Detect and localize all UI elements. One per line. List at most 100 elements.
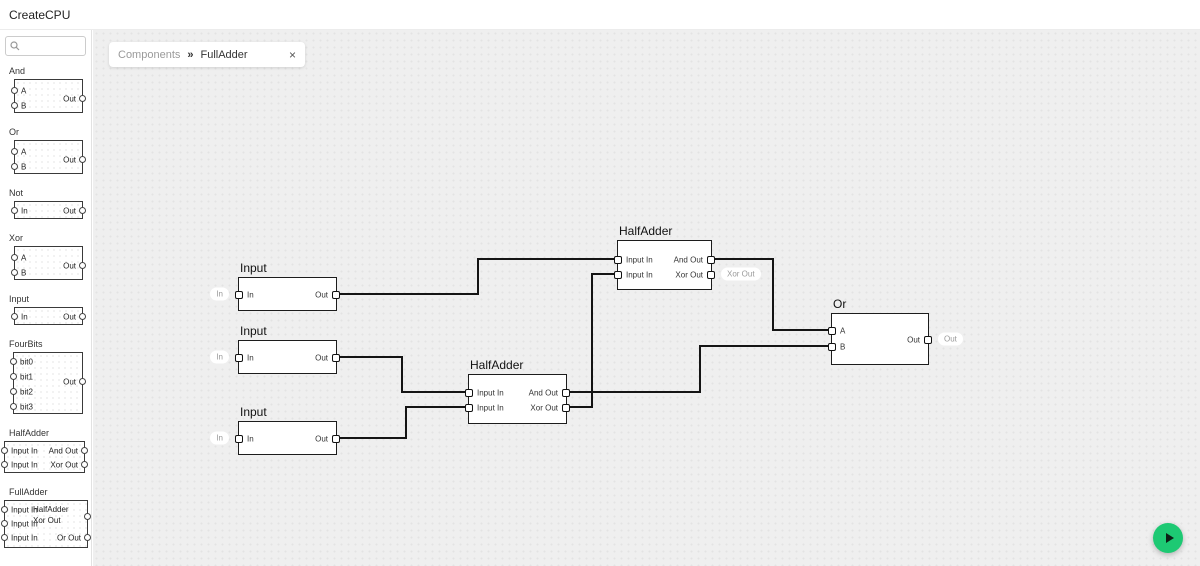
wire-halfaddermid-andout-to-or-b[interactable] (567, 345, 831, 393)
port-label: A (21, 253, 27, 263)
port-and-out-icon[interactable] (707, 256, 715, 264)
breadcrumb-components[interactable]: Components (118, 48, 181, 61)
port-input-in-icon[interactable] (614, 256, 622, 264)
node-title: Input (240, 405, 267, 419)
port-out-icon[interactable] (332, 291, 340, 299)
port-input-in-icon[interactable] (1, 447, 8, 454)
port-out-icon[interactable] (332, 354, 340, 362)
port-label: B (840, 342, 846, 352)
port-input-in-icon[interactable] (1, 520, 8, 527)
tab-fulladder[interactable]: Components » FullAdder × (109, 42, 305, 67)
port-input-in-icon[interactable] (1, 461, 8, 468)
port-b-icon[interactable] (11, 163, 18, 170)
port-bit1-icon[interactable] (10, 373, 17, 380)
port-label: And Out (673, 255, 703, 265)
port-in-icon[interactable] (11, 207, 18, 214)
palette-item-title: Or (9, 127, 19, 137)
port-label: Input In (477, 403, 504, 413)
port-label: And Out (528, 388, 558, 398)
tab-close-icon[interactable]: × (288, 47, 296, 62)
port-or-out-icon[interactable] (84, 534, 91, 541)
external-signal-label: In (210, 350, 229, 364)
port-bit3-icon[interactable] (10, 403, 17, 410)
port-bit2-icon[interactable] (10, 388, 17, 395)
port-a-icon[interactable] (11, 87, 18, 94)
node-title: HalfAdder (619, 224, 673, 238)
port-a-icon[interactable] (828, 327, 836, 335)
port-label: Out (315, 434, 328, 444)
search-input[interactable] (23, 40, 81, 52)
wire-input1-to-halfaddertop-in1[interactable] (337, 258, 617, 295)
wire-input2-to-halfaddermid-in1[interactable] (337, 356, 468, 393)
port-out-icon[interactable] (332, 435, 340, 443)
port-b-icon[interactable] (828, 343, 836, 351)
port-xor-out-icon[interactable] (81, 461, 88, 468)
port-input-in-icon[interactable] (614, 271, 622, 279)
port-a-icon[interactable] (11, 254, 18, 261)
port-out-icon[interactable] (79, 95, 86, 102)
port-xor-out-icon[interactable] (562, 404, 570, 412)
palette-search-box[interactable] (5, 36, 86, 56)
port-input-in-icon[interactable] (1, 534, 8, 541)
port-b-icon[interactable] (11, 102, 18, 109)
port-out-icon[interactable] (924, 336, 932, 344)
port-out-icon[interactable] (79, 156, 86, 163)
app-title: CreateCPU (9, 7, 71, 22)
port-input-in-icon[interactable] (465, 404, 473, 412)
port-bit0-icon[interactable] (10, 358, 17, 365)
port-label: Out (63, 206, 76, 216)
port-in-icon[interactable] (235, 291, 243, 299)
port-input-in-icon[interactable] (1, 506, 8, 513)
palette-component-box[interactable]: In Out (11, 201, 86, 219)
port-input-in-icon[interactable] (465, 389, 473, 397)
wire-halfaddertop-andout-to-or-a[interactable] (712, 258, 831, 331)
palette-item-title: And (9, 66, 26, 76)
run-simulation-button[interactable] (1153, 523, 1183, 553)
port-in-icon[interactable] (235, 354, 243, 362)
port-out-icon[interactable] (79, 313, 86, 320)
palette-item-title: HalfAdder (9, 428, 50, 438)
wire-halfaddermid-xorout-to-halfaddertop-in2[interactable] (567, 273, 617, 408)
wire-input3-to-halfaddermid-in2[interactable] (337, 406, 468, 439)
port-out-icon[interactable] (79, 207, 86, 214)
palette-item-title: Not (9, 188, 24, 198)
port-a-icon[interactable] (11, 148, 18, 155)
port-label: Xor Out (50, 460, 78, 470)
port-xor-out-icon[interactable] (707, 271, 715, 279)
port-and-out-icon[interactable] (81, 447, 88, 454)
port-label: B (21, 268, 27, 278)
port-b-icon[interactable] (11, 269, 18, 276)
port-out-icon[interactable] (79, 378, 86, 385)
port-out-icon[interactable] (79, 262, 86, 269)
port-in-icon[interactable] (235, 435, 243, 443)
port-label: In (21, 206, 28, 216)
port-and-out-icon[interactable] (562, 389, 570, 397)
port-label: Out (907, 335, 920, 345)
port-halfadder-xor-out-icon[interactable] (84, 513, 91, 520)
port-in-icon[interactable] (11, 313, 18, 320)
